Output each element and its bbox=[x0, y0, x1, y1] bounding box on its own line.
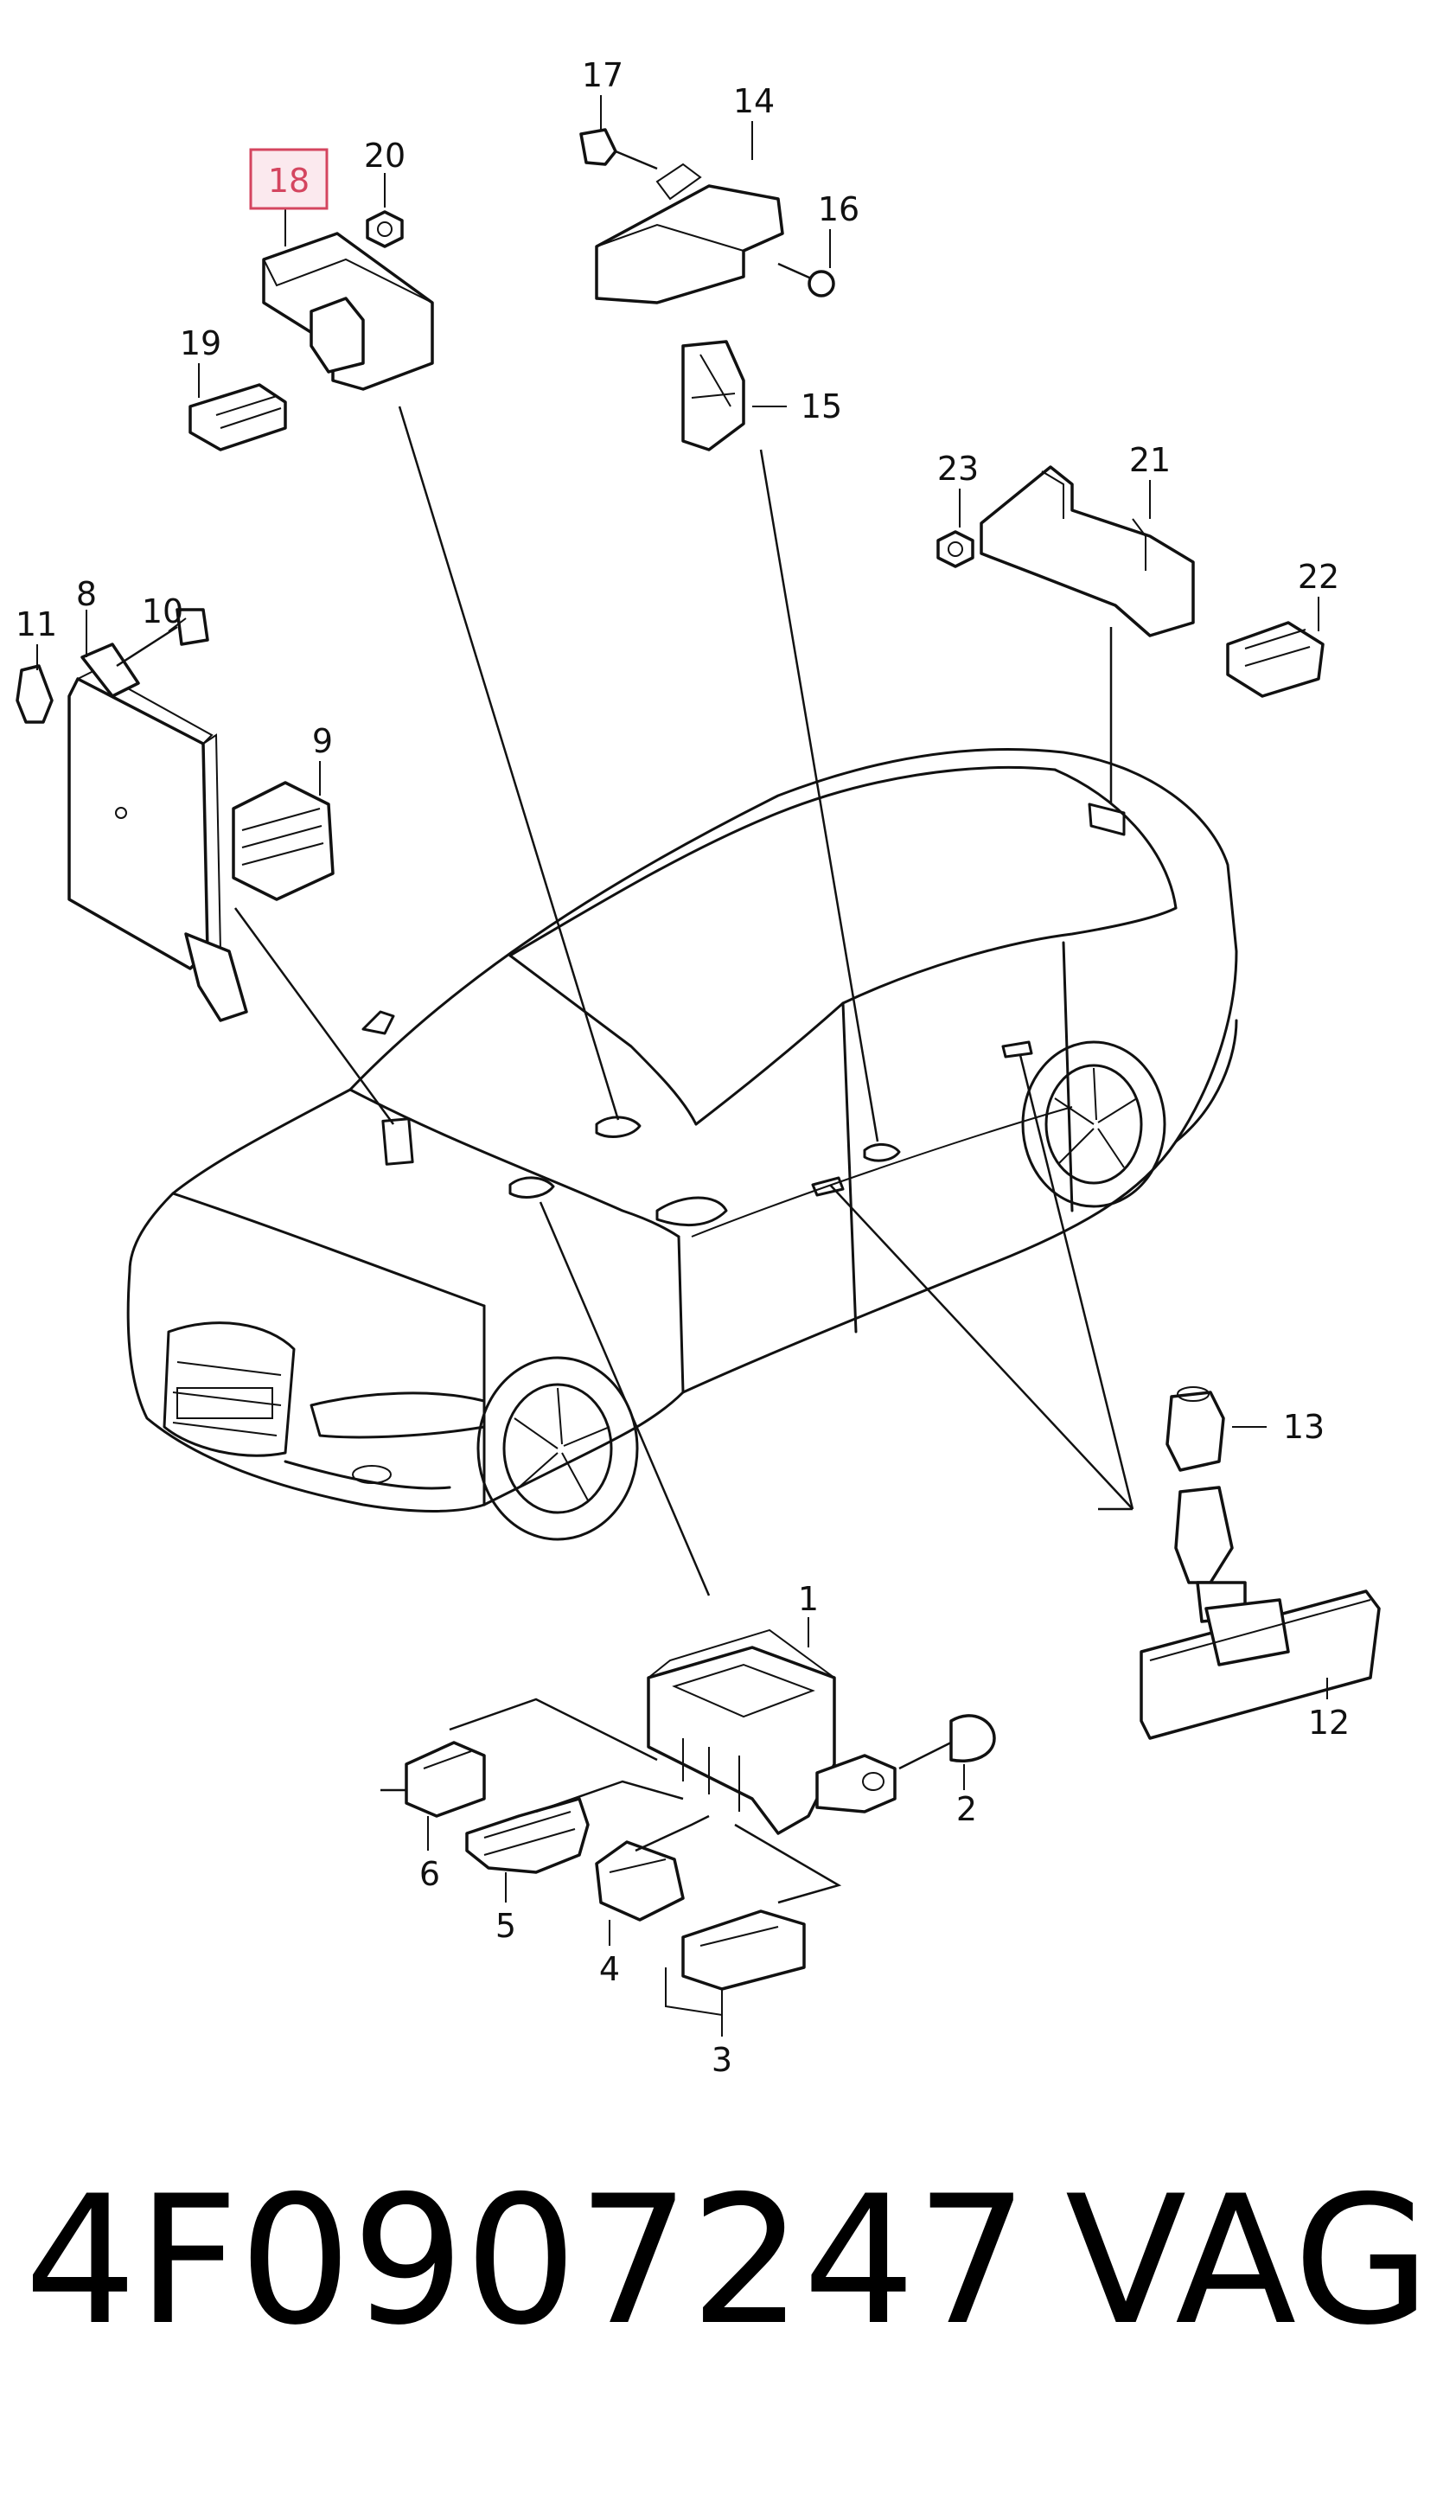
part-14-bracket-module bbox=[595, 163, 784, 304]
part-20-nut bbox=[366, 210, 404, 248]
part-11-clip bbox=[16, 664, 54, 724]
part-22-connector bbox=[1226, 621, 1325, 698]
part-23-nut bbox=[936, 530, 974, 568]
callout-4: 4 bbox=[599, 1950, 620, 1988]
callout-9: 9 bbox=[312, 722, 333, 760]
callout-17: 17 bbox=[582, 56, 623, 94]
part-16-bolt bbox=[777, 262, 835, 297]
callout-1: 1 bbox=[798, 1580, 819, 1618]
callout-15: 15 bbox=[801, 387, 842, 425]
callout-20: 20 bbox=[364, 137, 406, 175]
part-12-handle-sensor bbox=[1140, 1486, 1381, 1740]
brand-label: VAG bbox=[1065, 2159, 1431, 2364]
part-5-connector bbox=[465, 1797, 590, 1874]
callout-13: 13 bbox=[1283, 1408, 1325, 1446]
callout-22: 22 bbox=[1298, 558, 1339, 596]
car-outline bbox=[126, 748, 1238, 1541]
part-number-label: 4F0907247 bbox=[24, 2159, 1029, 2364]
callout-11: 11 bbox=[16, 605, 57, 643]
leader-lines bbox=[233, 406, 1134, 1596]
part-17-clip bbox=[579, 128, 658, 170]
callout-2: 2 bbox=[956, 1790, 977, 1828]
part-8-control-unit bbox=[67, 643, 248, 1022]
part-1-wire-leaders bbox=[449, 1698, 842, 1904]
part-19-connector bbox=[188, 383, 287, 451]
highlight-box bbox=[249, 148, 329, 210]
part-15-connector bbox=[681, 340, 745, 451]
callout-5: 5 bbox=[495, 1907, 516, 1945]
callout-10: 10 bbox=[142, 592, 183, 630]
callout-label: 18 bbox=[268, 162, 310, 200]
callout-6: 6 bbox=[419, 1855, 440, 1893]
callout-18: 18 bbox=[249, 148, 329, 210]
part-13-cap bbox=[1165, 1386, 1225, 1472]
callout-19: 19 bbox=[180, 324, 221, 362]
part-3-connector bbox=[665, 1909, 806, 2017]
callout-3: 3 bbox=[712, 2041, 732, 2079]
callout-21: 21 bbox=[1129, 441, 1171, 479]
part-4-connector bbox=[595, 1840, 685, 1922]
callout-12: 12 bbox=[1308, 1704, 1350, 1742]
part-1-sensor-unit bbox=[647, 1628, 897, 1835]
part-6-connector bbox=[380, 1741, 486, 1818]
part-21-bracket-sensor bbox=[980, 465, 1195, 637]
part-18-antenna-module bbox=[262, 232, 434, 391]
part-2-bolt bbox=[898, 1714, 996, 1770]
callout-16: 16 bbox=[818, 190, 859, 228]
part-9-connector bbox=[232, 781, 335, 901]
callout-14: 14 bbox=[733, 82, 775, 120]
callout-23: 23 bbox=[937, 450, 979, 488]
callout-8: 8 bbox=[76, 575, 97, 613]
callout-ticks bbox=[36, 95, 1328, 2037]
